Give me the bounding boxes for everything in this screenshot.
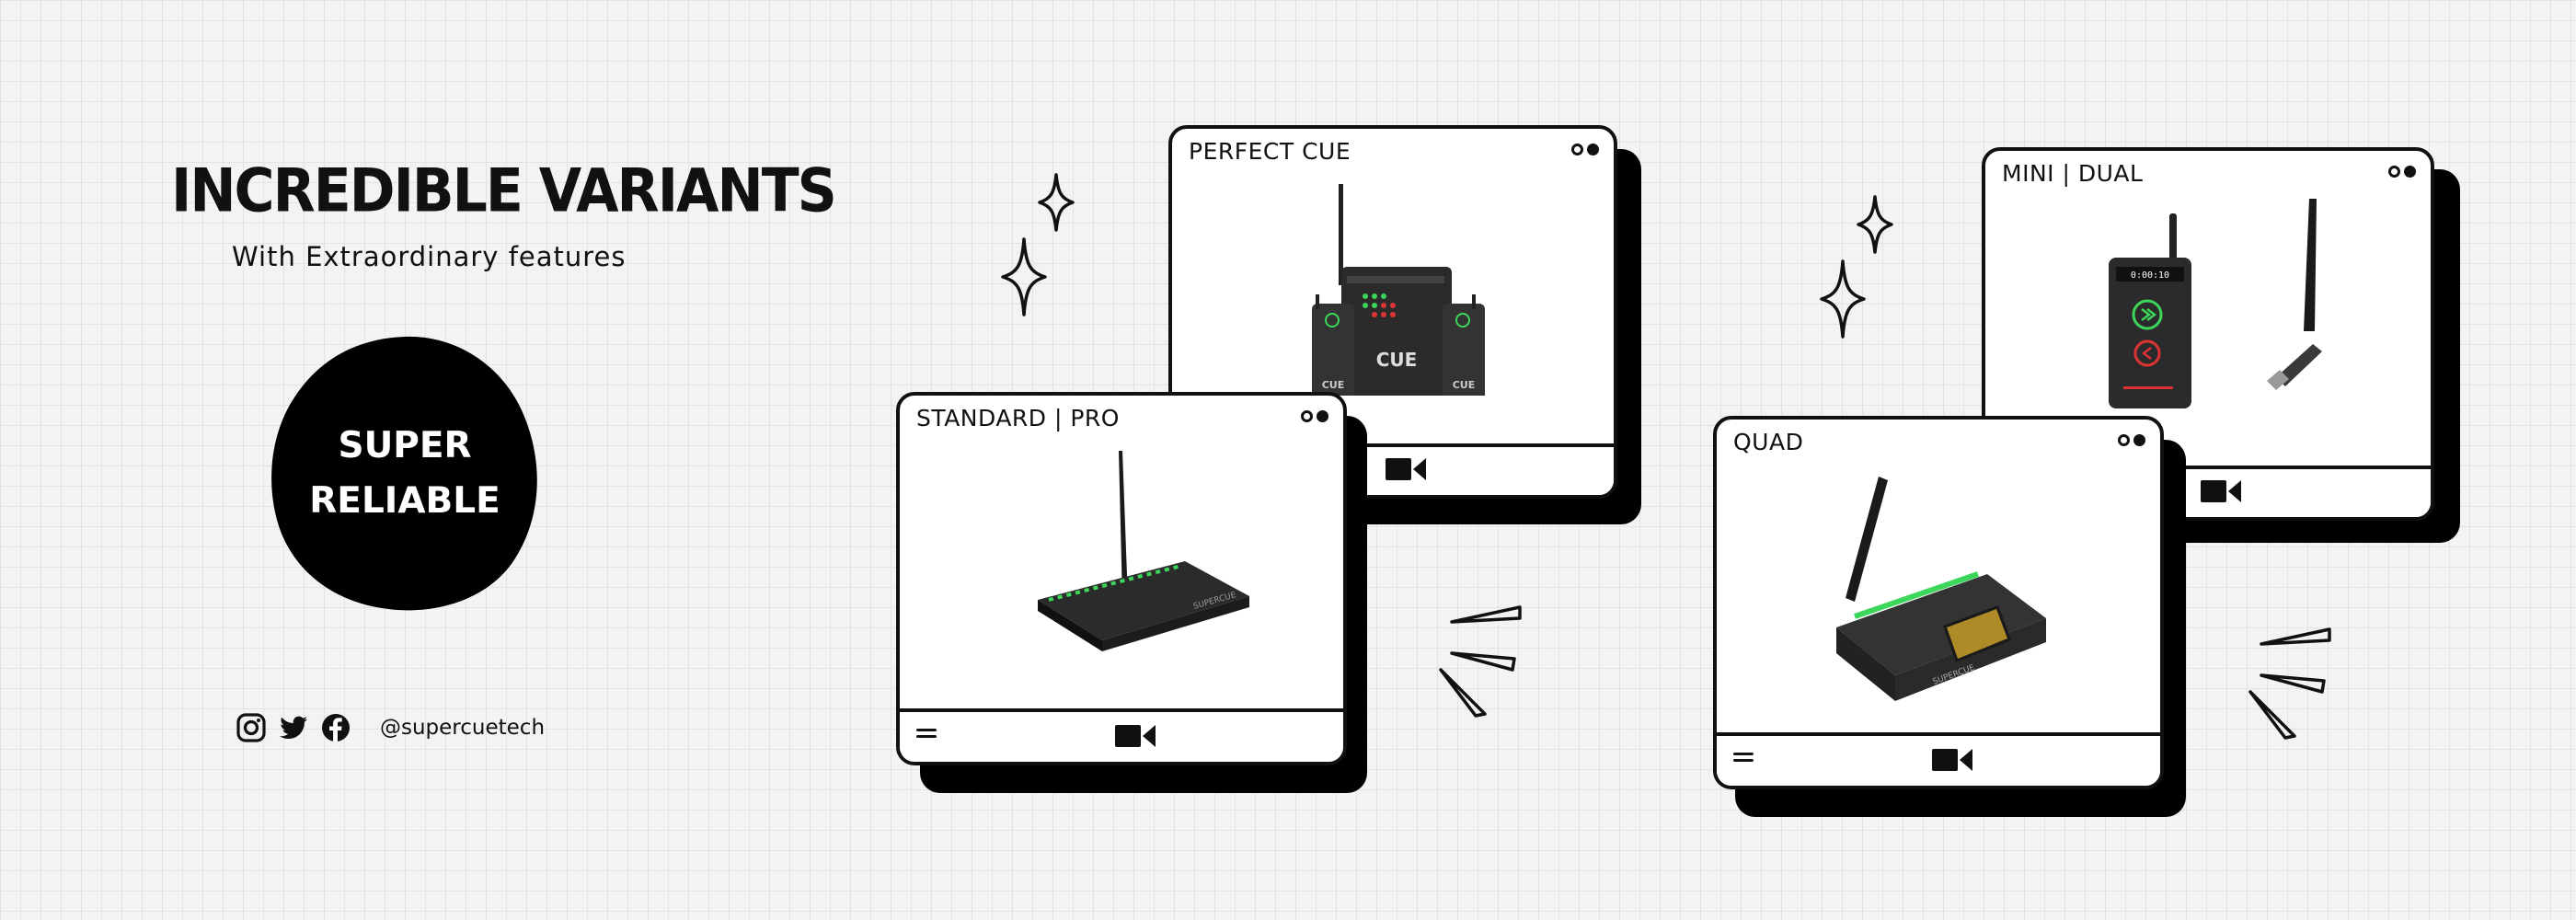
sparkle-icon (1857, 195, 1893, 254)
sparkle-icon (1001, 237, 1047, 316)
window-toolbar (900, 708, 1343, 762)
quad-device-image: SUPERCUE (1836, 477, 2046, 701)
subheadline: With Extraordinary features (232, 241, 627, 272)
social-handle[interactable]: @supercuetech (380, 716, 546, 740)
standard-pro-device-image: SUPERCUE (1038, 451, 1249, 651)
facebook-icon[interactable] (320, 712, 351, 743)
cue-label: CUE (1376, 349, 1418, 371)
video-camera-icon[interactable] (2201, 478, 2241, 504)
badge-line-2: RELIABLE (309, 480, 500, 522)
window-controls[interactable] (1571, 144, 1599, 155)
window-title: MINI | DUAL (2002, 160, 2144, 187)
cue-label: CUE (1453, 379, 1476, 391)
video-camera-icon[interactable] (1115, 723, 1156, 749)
blob-shape (271, 336, 537, 611)
window-quad: QUAD SUPERCUE (1713, 416, 2164, 789)
instagram-icon[interactable] (236, 712, 267, 743)
reliable-badge: SUPER RELIABLE (267, 333, 543, 615)
menu-icon[interactable] (916, 725, 937, 742)
video-camera-icon[interactable] (1386, 456, 1426, 482)
window-toolbar (1717, 732, 2160, 786)
burst-lines-icon (2248, 627, 2331, 740)
badge-line-1: SUPER (338, 425, 472, 466)
window-perfect-cue: PERFECT CUE CUE CUE CUE (1168, 125, 1617, 499)
sparkle-icon (1038, 173, 1075, 232)
window-controls[interactable] (1301, 410, 1328, 422)
headline: INCREDIBLE VARIANTS (171, 156, 837, 226)
mini-clock-readout: 0:00:10 (2131, 270, 2169, 281)
window-title: STANDARD | PRO (916, 405, 1120, 431)
twitter-icon[interactable] (278, 712, 309, 743)
window-standard-pro: STANDARD | PRO SUPERCUE (896, 392, 1347, 765)
mini-dual-device-image: 0:00:10 (2109, 199, 2322, 408)
perfect-cue-device-image: CUE CUE CUE (1312, 184, 1485, 396)
cue-label: CUE (1322, 379, 1345, 391)
sparkle-icon (1820, 259, 1866, 339)
window-controls[interactable] (2388, 166, 2416, 178)
video-camera-icon[interactable] (1932, 747, 1972, 773)
window-title: PERFECT CUE (1189, 138, 1351, 165)
window-title: QUAD (1733, 429, 1804, 455)
burst-lines-icon (1439, 605, 1522, 718)
window-controls[interactable] (2118, 434, 2145, 446)
menu-icon[interactable] (1733, 749, 1754, 765)
social-links (236, 712, 351, 743)
